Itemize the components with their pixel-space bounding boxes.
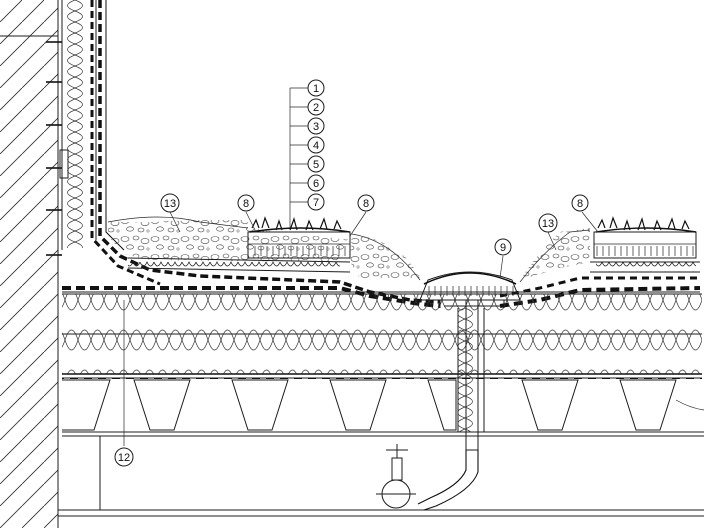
vapour-barrier (62, 374, 702, 379)
trapezoidal-deck (62, 379, 704, 437)
callout-label: 5 (313, 159, 319, 171)
wall-insulation (61, 0, 97, 250)
callout-13-right: 13 (538, 213, 558, 233)
callout-label: 7 (313, 197, 319, 209)
callout-label: 2 (313, 102, 319, 114)
callout-label: 8 (577, 198, 583, 210)
callout-1: 1 (307, 79, 325, 97)
callout-5: 5 (307, 155, 325, 173)
planter-module-left (247, 216, 351, 259)
roof-insulation (62, 293, 702, 379)
callout-label: 12 (118, 452, 130, 464)
callout-label: 13 (542, 218, 554, 230)
callout-2: 2 (307, 98, 325, 116)
callout-9: 9 (494, 238, 512, 256)
callout-7: 7 (307, 193, 325, 211)
callout-label: 6 (313, 178, 319, 190)
roof-drain (376, 271, 521, 511)
callout-8-left-a: 8 (237, 194, 255, 212)
callout-label: 9 (500, 242, 506, 254)
callout-label: 8 (243, 198, 249, 210)
callout-label: 4 (313, 140, 319, 152)
callout-12: 12 (114, 447, 134, 467)
ceiling-structure (57, 436, 704, 528)
planter-module-right (593, 216, 697, 259)
callout-3: 3 (307, 117, 325, 135)
callout-label: 1 (313, 83, 319, 95)
leader-lines (123, 87, 599, 446)
callout-label: 13 (164, 198, 176, 210)
concrete-wall (0, 0, 59, 528)
callout-13-left: 13 (160, 193, 180, 213)
callout-6: 6 (307, 174, 325, 192)
callout-8-left-b: 8 (357, 194, 375, 212)
callout-label: 8 (363, 198, 369, 210)
callout-8-right: 8 (571, 194, 589, 212)
callout-label: 3 (313, 121, 319, 133)
callout-4: 4 (307, 136, 325, 154)
drainage-layer (127, 257, 700, 273)
